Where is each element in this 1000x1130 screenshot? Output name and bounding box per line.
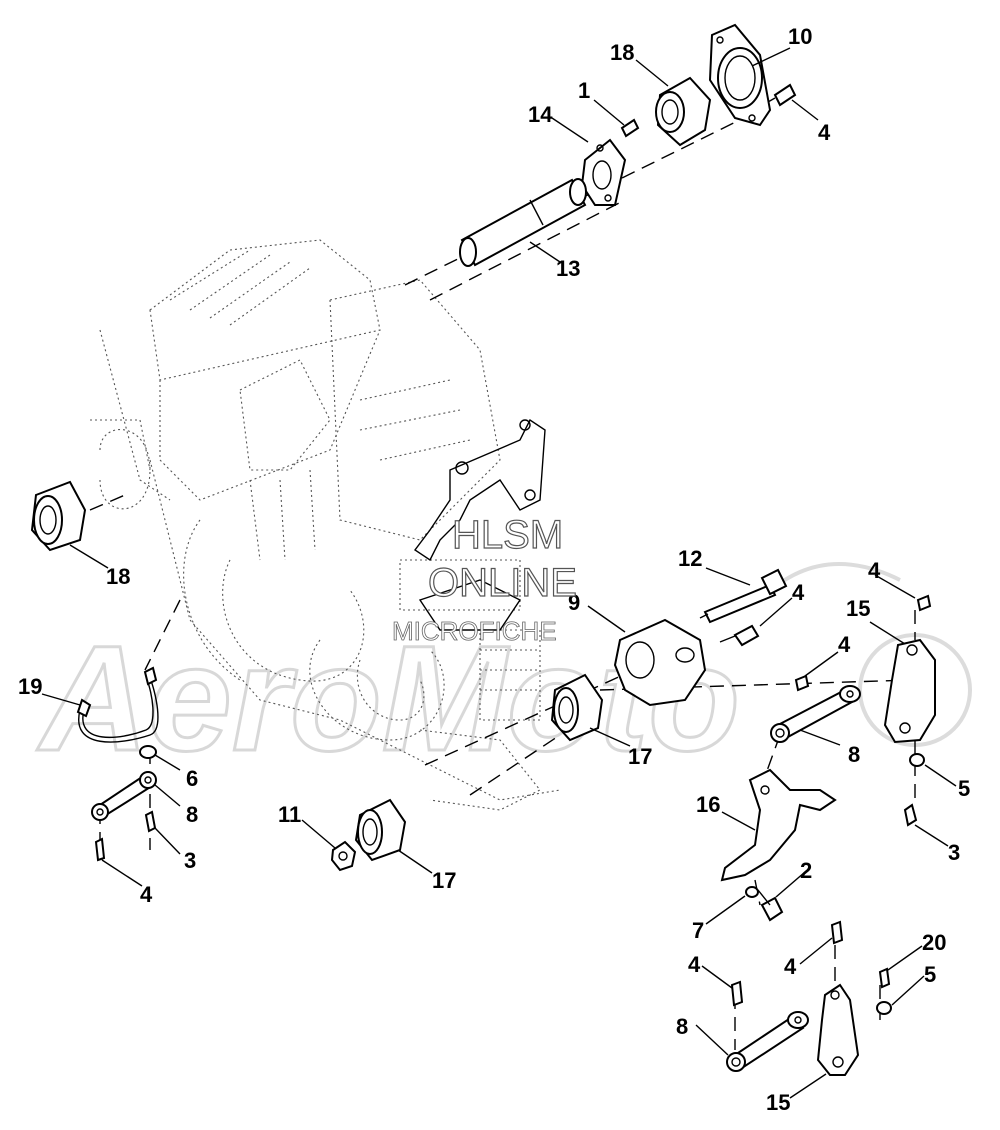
callout-16: 16: [696, 792, 720, 817]
callout-18-left: 18: [106, 564, 130, 589]
watermark-line-2: ONLINE: [428, 561, 577, 605]
part-15-plate-upper: [883, 638, 936, 744]
callout-19: 19: [18, 674, 42, 699]
part-13-tube: [459, 178, 587, 267]
leader-lines: [41, 47, 957, 1099]
callout-3-right: 3: [948, 840, 960, 865]
callout-4-right-top: 4: [868, 558, 881, 583]
part-8-link-rod-right: [770, 685, 861, 743]
hlsm-watermark: HLSM ONLINE MICROFICHE: [392, 512, 578, 646]
part-8-link-rod-left: [91, 771, 157, 821]
callout-10: 10: [788, 24, 812, 49]
callout-4-top: 4: [818, 120, 831, 145]
part-4-screw-mid: [719, 624, 760, 647]
callout-5-right: 5: [958, 776, 970, 801]
part-14-flange-plate: [580, 138, 627, 206]
part-4-screw-left: [94, 837, 106, 862]
callout-15-upper: 15: [846, 596, 870, 621]
part-10-cover-plate: [708, 23, 772, 127]
part-20-screw: [878, 967, 891, 989]
callout-13: 13: [556, 256, 580, 281]
callout-11: 11: [278, 802, 301, 827]
part-7-lockwasher: [745, 886, 759, 898]
part-16-bracket: [720, 768, 837, 882]
callout-4-lower-b: 4: [688, 952, 701, 977]
part-11-nut: [330, 840, 357, 872]
callout-4-mid: 4: [792, 580, 805, 605]
part-4-screw-top: [767, 83, 797, 107]
callout-4-link: 4: [838, 632, 851, 657]
part-6-washer-left: [139, 745, 157, 759]
part-18-bushing-left: [30, 480, 87, 552]
part-15-plate-lower: [816, 983, 860, 1076]
part-4-screw-lower-b: [730, 980, 744, 1007]
callout-2: 2: [800, 858, 812, 883]
callout-14: 14: [528, 102, 553, 127]
part-2-bolt: [757, 889, 784, 922]
part-5-washer-right: [909, 753, 925, 767]
part-17-bushing-mid: [550, 673, 604, 742]
callout-6: 6: [186, 766, 198, 791]
part-18-bushing-top: [655, 76, 712, 147]
watermark-line-3: MICROFICHE: [392, 616, 557, 646]
callout-15-lower: 15: [766, 1090, 790, 1115]
part-8-link-rod-lower: [726, 1011, 809, 1072]
part-19-cable: [76, 666, 159, 743]
part-4-screw-link: [794, 674, 810, 692]
callout-9: 9: [568, 590, 580, 615]
callout-17-lower: 17: [432, 868, 456, 893]
engine-top-bracket: [413, 418, 546, 631]
part-3-screw-left: [144, 810, 157, 833]
watermark-line-1: HLSM: [452, 513, 563, 557]
part-5-washer-lower: [876, 1001, 892, 1015]
part-1-screw: [620, 118, 640, 138]
callout-5-lower: 5: [924, 962, 936, 987]
part-9-mount-bracket: [613, 618, 707, 707]
engine-block: [90, 239, 561, 811]
callout-8-left: 8: [186, 802, 198, 827]
part-3-screw-right: [903, 803, 918, 827]
callout-20: 20: [922, 930, 946, 955]
part-17-bushing-lower: [354, 798, 407, 862]
callout-4-lower-a: 4: [784, 954, 797, 979]
part-4-screw-lower-a: [830, 920, 844, 945]
part-4-screw-right-top: [916, 594, 932, 612]
callout-4-left: 4: [140, 882, 153, 907]
callout-7: 7: [692, 918, 704, 943]
callout-3-left: 3: [184, 848, 196, 873]
callout-17-mid: 17: [628, 744, 652, 769]
callout-8-right: 8: [848, 742, 860, 767]
callout-12: 12: [678, 546, 702, 571]
callout-18-top: 18: [610, 40, 634, 65]
callout-8-lower: 8: [676, 1014, 688, 1039]
callout-labels: 10 18 1 14 4 13 18 12 4 9 4 15 4 19 17 8…: [18, 24, 970, 1115]
part-12-bolt: [699, 568, 788, 624]
callout-1: 1: [578, 78, 590, 103]
